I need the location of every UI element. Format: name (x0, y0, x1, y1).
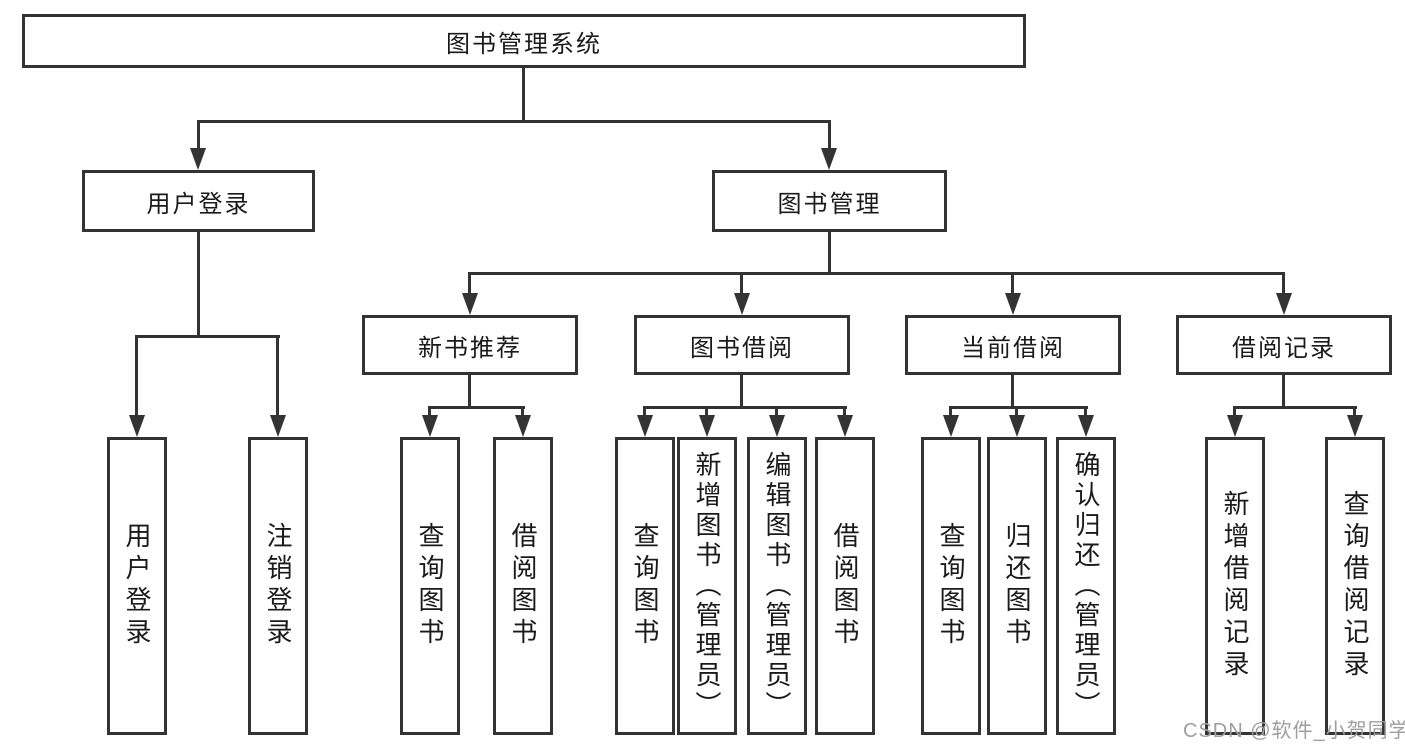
node-label: 注销登录 (263, 522, 293, 650)
node-label: 归还图书 (1002, 522, 1032, 650)
node-book-management: 图书管理 (712, 170, 947, 232)
node-label: 查询图书 (936, 522, 966, 650)
connector-drop (705, 406, 708, 416)
arrow-down-icon (1227, 415, 1243, 437)
connector-drop-logout (276, 335, 279, 415)
node-query-borrow-record: 查询借阅记录 (1325, 437, 1385, 735)
connector-borrowing-bar (643, 406, 847, 409)
connector-newrec-bar (428, 406, 525, 409)
connector-book-management-bar (468, 272, 1285, 275)
connector-drop (775, 406, 778, 416)
node-user-login-leaf: 用户登录 (107, 437, 167, 735)
connector-drop (643, 406, 646, 416)
arrow-down-icon (190, 148, 206, 170)
node-book-borrowing: 图书借阅 (634, 315, 850, 375)
arrow-down-icon (515, 415, 531, 437)
node-label: 确认归还（管理员） (1071, 451, 1101, 721)
node-current-borrowing: 当前借阅 (905, 315, 1121, 375)
node-label: 借阅图书 (508, 522, 538, 650)
node-user-login: 用户登录 (82, 170, 315, 232)
node-label: 用户登录 (122, 522, 152, 650)
node-label: 查询图书 (630, 522, 660, 650)
arrow-down-icon (699, 415, 715, 437)
node-label: 借阅记录 (1232, 334, 1336, 362)
connector-book-management-stub (828, 232, 831, 272)
node-confirm-return-admin: 确认归还（管理员） (1056, 437, 1116, 735)
connector-drop (1353, 406, 1356, 416)
connector-drop (843, 406, 846, 416)
connector-drop (949, 406, 952, 416)
arrow-down-icon (943, 415, 959, 437)
arrow-down-icon (769, 415, 785, 437)
node-add-books-admin: 新增图书（管理员） (677, 437, 737, 735)
connector-drop-book-management (828, 120, 831, 150)
connector-records-stub (1282, 375, 1285, 406)
connector-drop (1084, 406, 1087, 416)
node-label: 新书推荐 (418, 334, 522, 362)
connector-current-bar (949, 406, 1088, 409)
arrow-down-icon (1347, 415, 1363, 437)
node-label: 图书借阅 (690, 334, 794, 362)
connector-drop-book-borrowing (740, 272, 743, 294)
arrow-down-icon (734, 293, 750, 315)
connector-newrec-stub (468, 375, 471, 406)
arrow-down-icon (462, 293, 478, 315)
arrow-down-icon (1276, 293, 1292, 315)
connector-drop-borrowing-records (1282, 272, 1285, 294)
node-new-book-recommendation: 新书推荐 (362, 315, 578, 375)
watermark: CSDN @软件_小贺同学 (1183, 720, 1405, 742)
node-label: 图书管理 (777, 190, 882, 218)
connector-root-stub (522, 68, 525, 120)
connector-drop-new-book-rec (468, 272, 471, 294)
node-borrow-books-newrec: 借阅图书 (493, 437, 553, 735)
arrow-down-icon (129, 415, 145, 437)
node-label: 借阅图书 (830, 522, 860, 650)
arrow-down-icon (837, 415, 853, 437)
connector-drop (521, 406, 524, 416)
node-add-borrow-record: 新增借阅记录 (1205, 437, 1265, 735)
connector-drop (1015, 406, 1018, 416)
connector-current-stub (1011, 375, 1014, 406)
node-label: 查询图书 (415, 522, 445, 650)
node-return-books: 归还图书 (987, 437, 1047, 735)
connector-root-bar (197, 120, 831, 123)
connector-user-login-stub (197, 232, 200, 335)
arrow-down-icon (1005, 293, 1021, 315)
node-label: 图书管理系统 (446, 30, 602, 58)
node-label: 查询借阅记录 (1340, 490, 1370, 682)
arrow-down-icon (422, 415, 438, 437)
node-label: 当前借阅 (961, 334, 1065, 362)
arrow-down-icon (1009, 415, 1025, 437)
node-label: 新增借阅记录 (1220, 490, 1250, 682)
node-query-books-current: 查询图书 (921, 437, 981, 735)
node-label: 用户登录 (146, 190, 251, 218)
connector-borrowing-stub (740, 375, 743, 406)
connector-user-login-bar (136, 335, 280, 338)
arrow-down-icon (270, 415, 286, 437)
connector-drop-user-login (197, 120, 200, 150)
node-borrow-books-borrowing: 借阅图书 (815, 437, 875, 735)
node-query-books-newrec: 查询图书 (400, 437, 460, 735)
node-logout-login: 注销登录 (248, 437, 308, 735)
connector-drop-current-borrowing (1011, 272, 1014, 294)
node-label: 编辑图书（管理员） (762, 451, 792, 721)
node-label: 新增图书（管理员） (692, 451, 722, 721)
connector-drop (1233, 406, 1236, 416)
node-edit-books-admin: 编辑图书（管理员） (747, 437, 807, 735)
node-query-books-borrowing: 查询图书 (615, 437, 675, 735)
connector-records-bar (1233, 406, 1357, 409)
connector-drop (428, 406, 431, 416)
node-library-management-system: 图书管理系统 (22, 14, 1026, 68)
arrow-down-icon (821, 148, 837, 170)
arrow-down-icon (1078, 415, 1094, 437)
node-borrowing-records: 借阅记录 (1176, 315, 1392, 375)
arrow-down-icon (637, 415, 653, 437)
connector-drop-user-login-leaf (135, 335, 138, 415)
